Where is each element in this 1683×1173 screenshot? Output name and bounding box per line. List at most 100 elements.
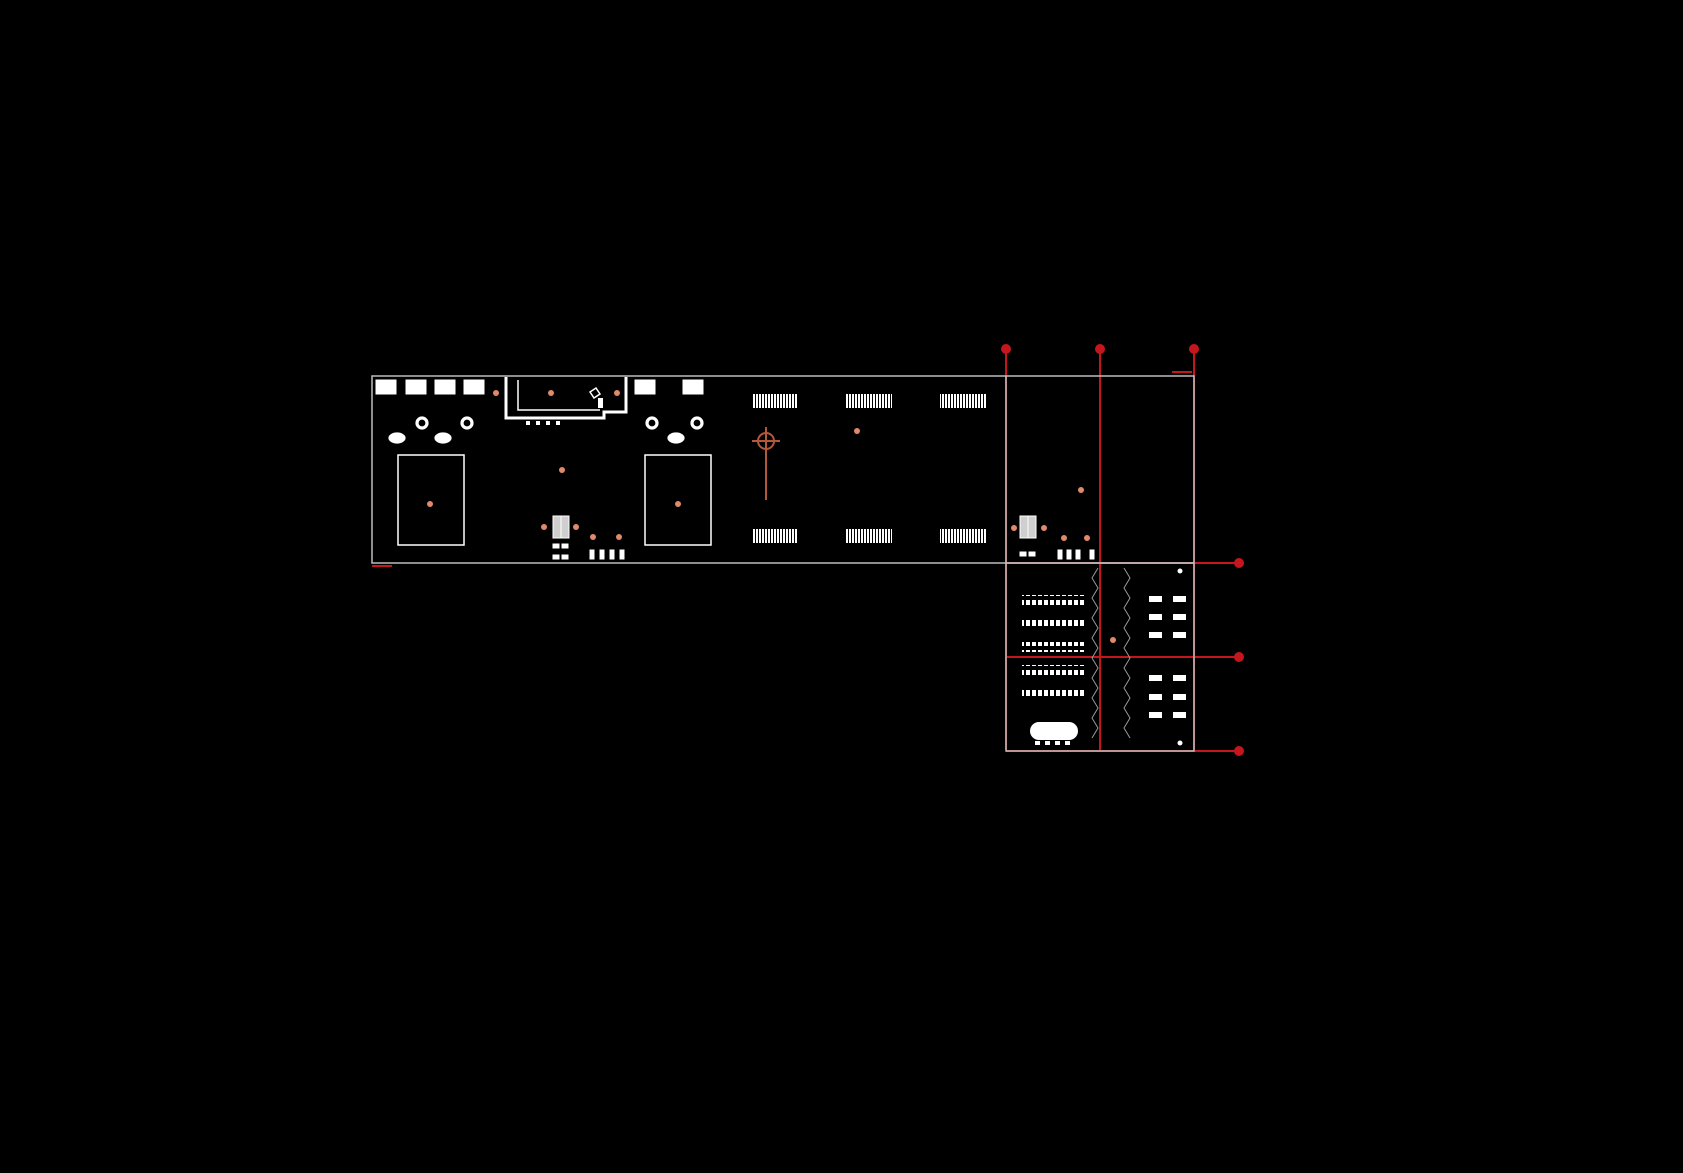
conference-table: [1030, 722, 1078, 740]
counter-stool: [536, 421, 540, 425]
toilet: [552, 543, 560, 549]
south-wing-outline: [1005, 562, 1195, 752]
grid-axis-bubble: [1001, 344, 1011, 354]
grid-axis-bubble: [1234, 652, 1244, 662]
bench: [846, 529, 892, 543]
conference-chair: [1065, 741, 1070, 745]
plant-icon: [559, 467, 565, 473]
counter-equipment: [598, 398, 603, 408]
plant-icon: [675, 501, 681, 507]
lounge-seating-row: [374, 378, 705, 396]
plant-icon: [541, 524, 547, 530]
conference-chair: [1045, 741, 1050, 745]
reception-counter-outline: [504, 377, 628, 420]
reception-counter-inner: [517, 380, 600, 411]
desk-row: [1022, 642, 1084, 652]
office-desk: [1173, 675, 1186, 681]
urinal: [589, 549, 595, 560]
plant-icon: [548, 390, 554, 396]
desk-row: [1022, 665, 1084, 675]
zigzag-partitions: [1091, 567, 1131, 739]
office-desk: [1173, 596, 1186, 602]
office-desk: [1149, 694, 1162, 700]
toilet: [1019, 551, 1027, 557]
round-tables: [387, 415, 705, 445]
round-table: [387, 431, 407, 445]
lounge-seat: [404, 378, 428, 396]
hall-benches: [752, 394, 986, 543]
bench: [940, 394, 986, 408]
zigzag-partition: [1091, 567, 1099, 739]
restroom-block-left: [552, 515, 625, 560]
toilet: [1028, 551, 1036, 557]
plant-icon: [854, 428, 860, 434]
plant-icon: [427, 501, 433, 507]
round-table: [644, 415, 660, 431]
urinal: [1089, 549, 1095, 560]
round-table: [689, 415, 705, 431]
urinal: [1057, 549, 1063, 560]
plant-icon: [493, 390, 499, 396]
office-desk: [1149, 614, 1162, 620]
urinal: [619, 549, 625, 560]
section-mark: [372, 565, 392, 567]
plant-icon: [590, 534, 596, 540]
office-desk: [1149, 675, 1162, 681]
plant-icon: [1061, 535, 1067, 541]
conference-chair: [1035, 741, 1040, 745]
office-desk: [1149, 712, 1162, 718]
office-chair: [1177, 740, 1183, 746]
rug: [397, 454, 465, 546]
office-chair: [588, 386, 602, 400]
office-desk: [1149, 632, 1162, 638]
grid-axis-bubble: [1234, 558, 1244, 568]
desk-row: [1022, 689, 1084, 699]
restroom-block-right: [1019, 515, 1095, 560]
office-chair: [1177, 568, 1183, 574]
round-table: [414, 415, 430, 431]
round-table: [459, 415, 475, 431]
office-desk: [1173, 632, 1186, 638]
plant-icon: [616, 534, 622, 540]
rug: [644, 454, 712, 546]
lounge-seat: [374, 378, 398, 396]
urinal: [609, 549, 615, 560]
office-desk: [1173, 694, 1186, 700]
plant-icon: [573, 524, 579, 530]
office-desks: [1149, 568, 1186, 746]
plant-icon: [1078, 487, 1084, 493]
classroom-desk-rows: [1022, 595, 1084, 699]
grid-axis-bubble: [1189, 344, 1199, 354]
office-desk: [1149, 596, 1162, 602]
grid-axis-bubble: [1095, 344, 1105, 354]
toilet: [561, 554, 569, 560]
bench: [846, 394, 892, 408]
toilet: [552, 554, 560, 560]
zigzag-partition: [1123, 567, 1131, 739]
bench: [940, 529, 986, 543]
counter-stool: [526, 421, 530, 425]
office-desk: [1173, 614, 1186, 620]
bench: [752, 394, 798, 408]
lounge-seat: [462, 378, 486, 396]
round-table: [433, 431, 453, 445]
conference-table-group: [1030, 722, 1078, 745]
desk-row: [1022, 595, 1084, 605]
counter-stool: [546, 421, 550, 425]
toilet: [561, 543, 569, 549]
section-mark: [1172, 371, 1192, 373]
plant-icon: [1084, 535, 1090, 541]
plant-icon: [1041, 525, 1047, 531]
conference-chair: [1055, 741, 1060, 745]
plant-icon: [614, 390, 620, 396]
main-wing-outline: [371, 375, 1195, 564]
reception-counter: [504, 377, 628, 425]
desk-row: [1022, 619, 1084, 629]
urinal: [599, 549, 605, 560]
annotation-marks: [372, 371, 1192, 567]
office-desk: [1173, 712, 1186, 718]
building-walls: [371, 375, 1195, 752]
plants: [427, 390, 1116, 643]
bench: [752, 529, 798, 543]
